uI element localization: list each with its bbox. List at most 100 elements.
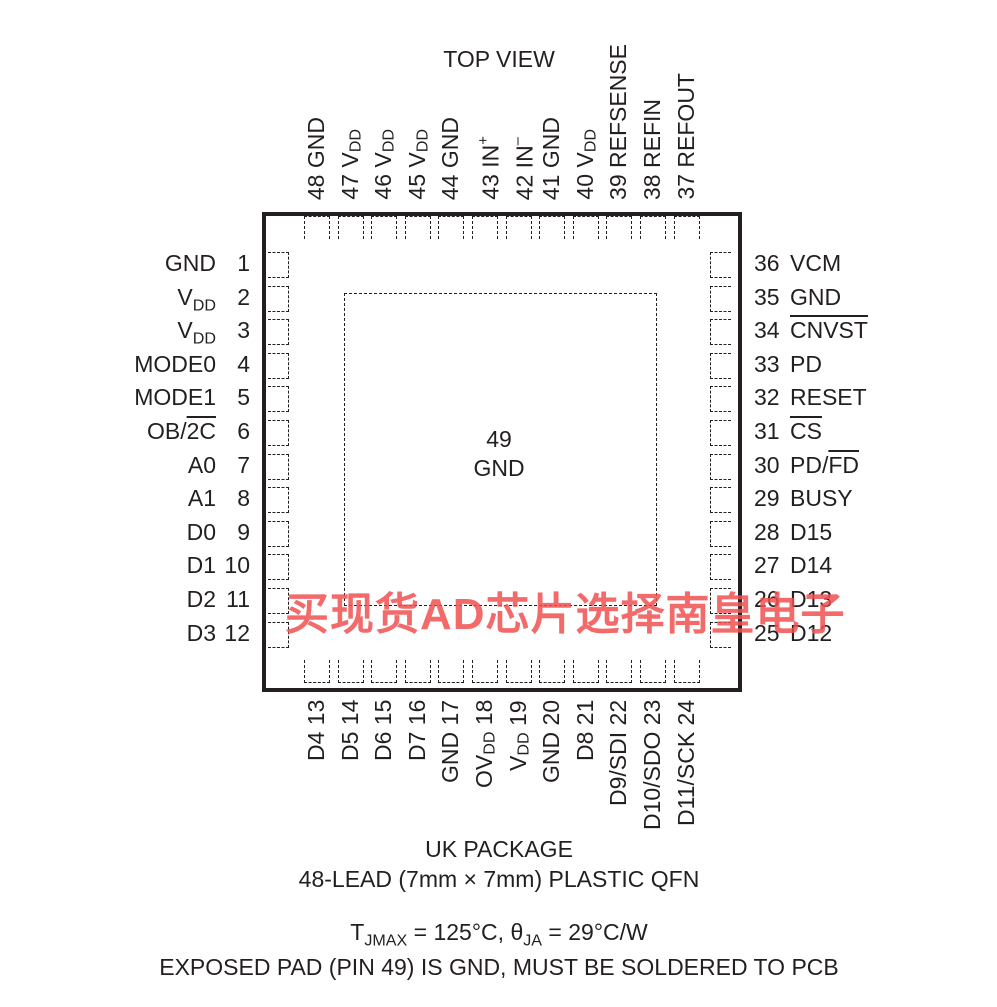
pin-name: A0 <box>187 451 216 478</box>
bottom-pin-label: D7 16 <box>400 700 434 830</box>
pin-name: V <box>370 152 397 169</box>
pin-name-sub: DD <box>192 296 216 315</box>
pin-number: 22 <box>605 700 632 726</box>
pin-name: GND <box>790 283 842 310</box>
pin-pad <box>710 352 731 379</box>
pin-pad <box>268 588 289 614</box>
pin-number: 8 <box>237 485 250 512</box>
pin-number: 18 <box>471 700 497 726</box>
pin-name: V <box>504 755 531 771</box>
pin-name: PD/ <box>790 451 829 478</box>
pin-name: D13 <box>790 586 833 612</box>
pin-number: 30 <box>754 451 780 478</box>
pin-name-overbar: FD <box>828 451 860 478</box>
pin-name: D14 <box>790 552 833 579</box>
pin-number: 38 <box>639 174 665 200</box>
pin-name-overbar: 2C <box>186 418 216 444</box>
pin-pad <box>337 216 364 239</box>
pin-number: 21 <box>571 700 598 726</box>
exposed-pad <box>344 293 657 606</box>
pin-number: 47 <box>336 174 363 200</box>
top-pin-label: 48 GND <box>299 117 333 200</box>
pin-pad <box>404 660 431 683</box>
pin-pad <box>268 453 289 480</box>
pin-pad <box>304 660 330 683</box>
thermal-end: = 29°C/W <box>542 919 648 945</box>
pin-number: 19 <box>504 700 531 726</box>
pin-pad <box>268 285 289 312</box>
pin-number: 13 <box>303 700 329 726</box>
pin-name: REFIN <box>639 99 665 169</box>
pin-name: RESET <box>790 384 867 411</box>
pin-name: D5 <box>336 731 363 762</box>
pin-name-sub: DD <box>480 731 499 756</box>
pin-name-overbar: CNVST <box>790 317 868 344</box>
pin-name: D0 <box>186 518 216 545</box>
pin-pad <box>337 660 364 683</box>
thermal-spec: TJMAX = 125°C, θJA = 29°C/W <box>350 921 647 949</box>
pin-name: MODE0 <box>134 350 216 377</box>
pin-name: GND <box>538 731 565 784</box>
pin-name: D12 <box>790 619 833 646</box>
pin-pad <box>572 216 599 239</box>
thermal-theta-sub: JA <box>523 931 543 950</box>
pin-pad <box>606 216 633 239</box>
pin-number: 25 <box>754 619 780 646</box>
pin-name: IN <box>477 145 504 169</box>
pin-name-sub: DD <box>581 129 600 153</box>
top-pin-label: 39 REFSENSE <box>601 44 635 200</box>
bottom-pin-label: D8 21 <box>568 700 602 830</box>
pin-name: VCM <box>790 250 842 276</box>
pin-number: 46 <box>370 174 397 200</box>
pin-pad <box>606 660 633 683</box>
pin-name-sup: + <box>475 136 492 146</box>
bottom-pin-label: GND 20 <box>534 700 568 830</box>
thermal-mid: = 125°C, θ <box>407 919 524 945</box>
pin-number: 27 <box>754 552 780 579</box>
pin-number: 41 <box>538 174 565 200</box>
pin-name-sub: DD <box>346 129 365 153</box>
top-pin-label: 44 GND <box>433 117 467 200</box>
bottom-pin-label: D4 13 <box>299 700 333 830</box>
pin-name: V <box>177 317 193 344</box>
pin-pad <box>268 352 289 379</box>
pin-number: 1 <box>237 250 250 276</box>
pin-name: V <box>571 152 598 169</box>
bottom-pin-label: D10/SDO 23 <box>635 700 669 830</box>
bottom-pin-label: D6 15 <box>366 700 400 830</box>
pin-number: 17 <box>437 700 464 726</box>
pin-pad <box>640 660 666 683</box>
pin-number: 37 <box>672 174 699 200</box>
pin-pad <box>539 660 566 683</box>
pin-name: D15 <box>790 518 833 545</box>
pin-number: 24 <box>672 700 699 726</box>
pin-pad <box>710 554 731 581</box>
package-outline <box>262 212 742 692</box>
pin-number: 33 <box>754 350 780 377</box>
pin-name: GND <box>303 116 329 169</box>
bottom-pin-label: GND 17 <box>433 700 467 830</box>
pin-name: V <box>336 152 363 169</box>
pin-number: 23 <box>639 699 665 726</box>
pin-name-sub: DD <box>379 129 398 153</box>
pin-number: 36 <box>754 250 780 276</box>
pin-pad <box>268 520 289 547</box>
pin-number: 3 <box>237 317 250 344</box>
pin-pad <box>304 216 330 239</box>
pin-pad <box>673 216 700 239</box>
pin-pad <box>710 520 731 547</box>
pin-number: 44 <box>437 174 464 200</box>
pin-name: V <box>177 283 193 310</box>
pin-pad <box>268 252 289 278</box>
pin-number: 20 <box>538 700 565 726</box>
pin-number: 35 <box>754 283 780 310</box>
pin-number: 32 <box>754 384 780 411</box>
